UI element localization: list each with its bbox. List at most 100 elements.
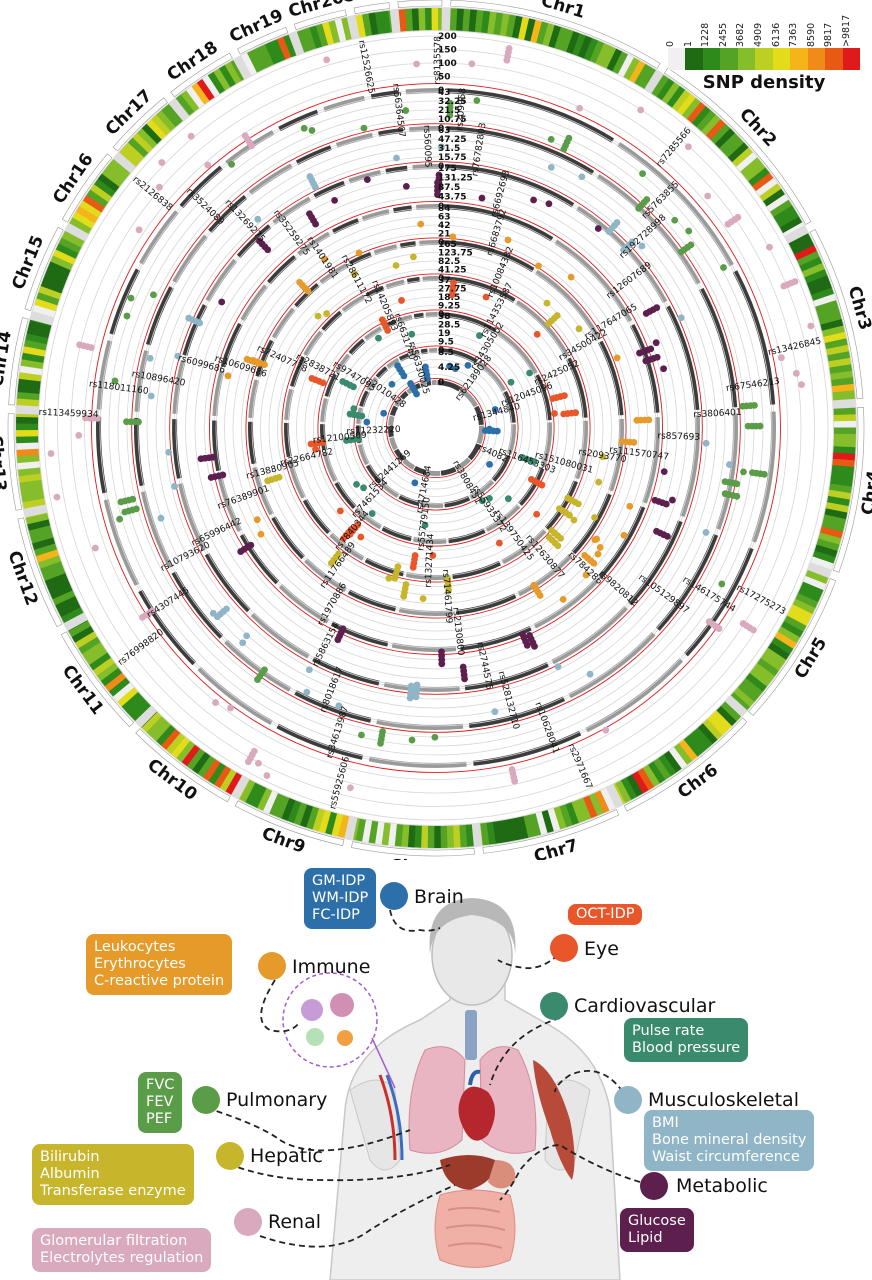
density-segment bbox=[831, 464, 855, 474]
snp-label: rs8135578 bbox=[433, 36, 443, 85]
density-segment bbox=[833, 420, 856, 428]
density-segment bbox=[661, 82, 681, 105]
association-point bbox=[504, 236, 512, 244]
association-point bbox=[651, 496, 659, 504]
association-point bbox=[116, 515, 123, 523]
density-segment bbox=[86, 189, 109, 208]
baseline-block bbox=[393, 448, 406, 462]
scale-tick: 43 bbox=[438, 88, 451, 98]
hepatic-label: Hepatic bbox=[250, 1145, 323, 1167]
density-segment bbox=[828, 489, 851, 501]
association-point bbox=[424, 375, 431, 383]
density-segment bbox=[658, 754, 677, 777]
snp-label: rs3806401 bbox=[693, 408, 742, 420]
density-segment bbox=[833, 427, 856, 435]
association-point bbox=[740, 468, 747, 476]
density-segment bbox=[331, 813, 344, 837]
association-point bbox=[314, 312, 322, 320]
baseline-block bbox=[566, 357, 588, 418]
association-point bbox=[594, 225, 602, 232]
association-point bbox=[400, 372, 408, 380]
scale-tick: 28.5 bbox=[438, 321, 460, 331]
density-segment bbox=[381, 10, 391, 34]
density-segment bbox=[613, 783, 626, 804]
density-segment bbox=[247, 49, 263, 73]
density-segment bbox=[832, 452, 856, 461]
density-segment bbox=[387, 823, 397, 846]
scale-tick: 87.5 bbox=[438, 183, 460, 193]
density-segment bbox=[589, 40, 605, 64]
density-segment bbox=[309, 25, 323, 49]
legend-tick-label: 2455 bbox=[717, 22, 729, 47]
scale-tick: 10.75 bbox=[438, 115, 466, 125]
density-segment bbox=[197, 755, 216, 778]
association-point bbox=[543, 299, 551, 307]
density-segment bbox=[740, 157, 762, 177]
association-point bbox=[468, 60, 476, 68]
density-segment bbox=[58, 237, 82, 254]
density-segment bbox=[293, 802, 308, 826]
threshold-line bbox=[131, 123, 741, 733]
density-segment bbox=[612, 51, 629, 75]
association-point bbox=[94, 414, 101, 422]
baseline-block bbox=[379, 481, 400, 498]
density-segment bbox=[49, 584, 73, 600]
density-segment bbox=[117, 686, 139, 707]
density-segment bbox=[796, 250, 820, 267]
hepatic-dot bbox=[216, 1142, 244, 1170]
density-segment bbox=[55, 243, 79, 259]
density-segment bbox=[755, 178, 778, 197]
baseline-block bbox=[276, 723, 363, 760]
association-point bbox=[798, 381, 805, 388]
chromosome-band bbox=[450, 0, 661, 69]
density-segment bbox=[283, 34, 297, 58]
density-segment bbox=[30, 531, 54, 544]
grid-circle bbox=[287, 279, 585, 577]
density-segment bbox=[677, 93, 696, 116]
association-point bbox=[570, 516, 578, 524]
association-point bbox=[545, 534, 553, 541]
association-point bbox=[586, 670, 594, 678]
density-segment bbox=[109, 158, 131, 178]
density-segment bbox=[760, 652, 783, 672]
legend-color-swatch bbox=[772, 48, 791, 70]
density-segment bbox=[40, 279, 64, 294]
density-segment bbox=[96, 662, 119, 682]
scale-tick: 0 bbox=[438, 86, 444, 96]
association-point bbox=[459, 663, 467, 671]
snp-label: rs2744575 bbox=[474, 641, 494, 691]
association-point bbox=[384, 327, 392, 334]
association-point bbox=[677, 314, 685, 322]
chromosome-band bbox=[170, 52, 233, 98]
density-segment bbox=[774, 631, 797, 650]
density-segment bbox=[548, 25, 562, 49]
association-point bbox=[411, 479, 419, 487]
chromosome-band bbox=[112, 97, 168, 152]
association-point bbox=[582, 571, 590, 579]
density-segment bbox=[258, 44, 275, 68]
baseline-block bbox=[205, 258, 238, 302]
association-point bbox=[491, 708, 499, 716]
threshold-line bbox=[353, 345, 519, 511]
association-point bbox=[567, 273, 575, 281]
association-point bbox=[339, 625, 347, 633]
baseline-block bbox=[459, 387, 479, 408]
density-segment bbox=[38, 285, 62, 300]
snp-label: rs71232220 bbox=[346, 425, 401, 437]
grid-circle bbox=[99, 91, 773, 765]
association-point bbox=[150, 291, 157, 299]
association-point bbox=[419, 595, 427, 603]
grid-circle bbox=[268, 260, 604, 596]
grid-circle bbox=[84, 76, 788, 780]
baseline-block bbox=[366, 376, 379, 392]
density-segment bbox=[32, 304, 56, 318]
threshold-line bbox=[317, 309, 555, 547]
scale-tick: 47.25 bbox=[438, 135, 466, 145]
association-point bbox=[451, 365, 459, 373]
density-segment bbox=[170, 736, 191, 759]
baseline-block bbox=[365, 285, 385, 298]
scale-tick: 0 bbox=[438, 238, 444, 248]
density-segment bbox=[600, 787, 616, 811]
association-point bbox=[398, 297, 405, 304]
